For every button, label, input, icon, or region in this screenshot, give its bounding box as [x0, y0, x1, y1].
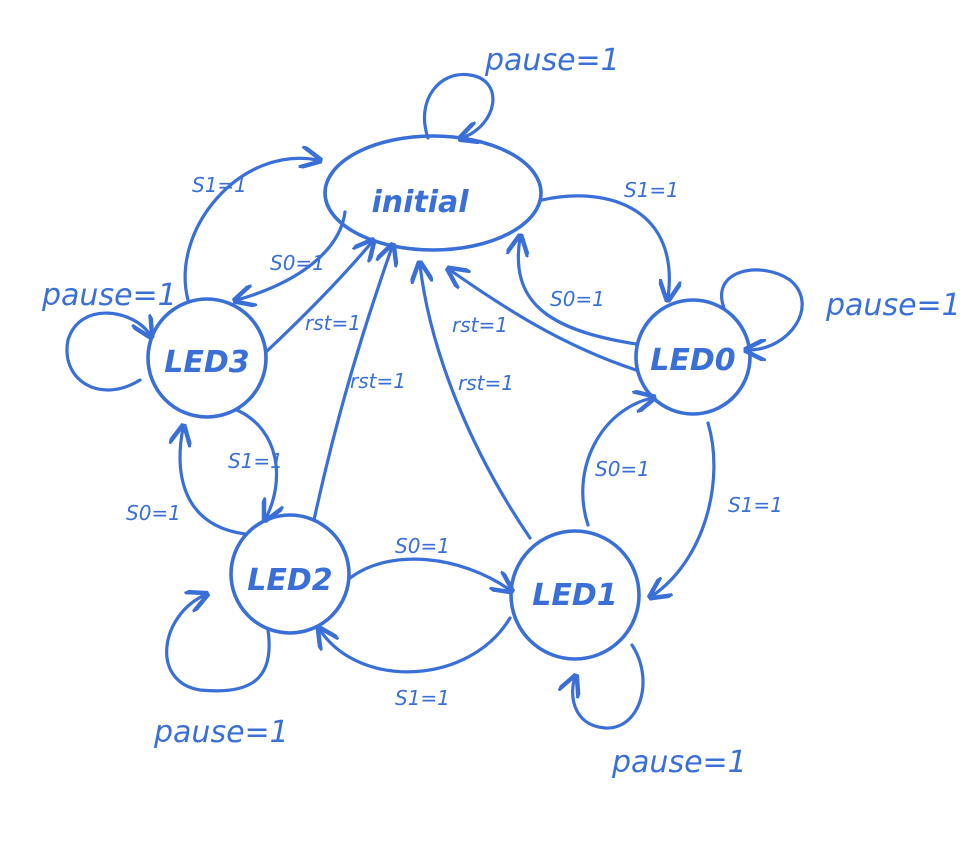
- edge-initial-to-led0-label: S1=1: [624, 178, 679, 202]
- self-loop-initial: [422, 72, 495, 138]
- edge-led0-to-initial: [518, 238, 638, 346]
- state-led1-label: LED1: [532, 578, 617, 613]
- edge-led1-rst-label: rst=1: [458, 371, 514, 395]
- edge-led2-rst-label: rst=1: [350, 369, 406, 393]
- edge-led2-rst: [312, 247, 392, 522]
- edge-led1-to-led2-label: S1=1: [395, 686, 450, 710]
- edge-initial-to-led3: [237, 210, 347, 300]
- edge-led3-to-led2: [235, 408, 277, 518]
- self-loop-led0: [720, 268, 804, 350]
- edge-led3-rst: [264, 242, 372, 354]
- self-loop-led0-label: pause=1: [825, 288, 961, 323]
- self-loop-led2-label: pause=1: [153, 715, 289, 750]
- state-initial: initial: [323, 134, 543, 252]
- edge-led3-to-initial: [183, 158, 318, 302]
- edge-led3-rst-label: rst=1: [305, 311, 361, 335]
- edge-led2-to-led1: [348, 557, 510, 590]
- edge-led0-to-led1-label: S1=1: [728, 493, 783, 517]
- edge-led2-to-led1-label: S0=1: [395, 534, 450, 558]
- edge-led3-to-led2-label: S1=1: [228, 449, 283, 473]
- self-loop-led3-label: pause=1: [41, 278, 177, 313]
- self-loop-led2: [165, 595, 271, 693]
- self-loop-led1: [573, 643, 645, 730]
- self-loop-initial-label: pause=1: [484, 43, 620, 78]
- edge-led0-to-initial-label: S0=1: [550, 287, 605, 311]
- edge-initial-to-led3-label: S0=1: [270, 251, 325, 275]
- self-loop-led1-label: pause=1: [611, 745, 747, 780]
- edge-led3-to-initial-label: S1=1: [192, 173, 247, 197]
- state-led0-label: LED0: [650, 343, 735, 378]
- state-led2: LED2: [229, 513, 351, 635]
- self-loop-led3: [65, 311, 150, 392]
- edge-led2-to-led3: [180, 428, 247, 536]
- state-initial-label: initial: [371, 185, 469, 220]
- edge-led1-to-led0: [581, 398, 652, 527]
- state-led1: LED1: [509, 529, 641, 661]
- edge-led1-to-led0-label: S0=1: [595, 457, 650, 481]
- state-led2-label: LED2: [247, 563, 332, 598]
- edge-led0-rst: [450, 270, 638, 372]
- state-led3: LED3: [146, 297, 268, 419]
- edge-led0-rst-label: rst=1: [452, 313, 508, 337]
- edge-led2-to-led3-label: S0=1: [126, 501, 181, 525]
- state-led0: LED0: [634, 298, 752, 416]
- edge-led1-to-led2: [320, 616, 512, 674]
- edge-led0-to-led1: [652, 421, 716, 596]
- edge-initial-to-led0: [540, 194, 669, 298]
- state-led3-label: LED3: [164, 345, 249, 380]
- edge-led1-rst: [420, 265, 532, 540]
